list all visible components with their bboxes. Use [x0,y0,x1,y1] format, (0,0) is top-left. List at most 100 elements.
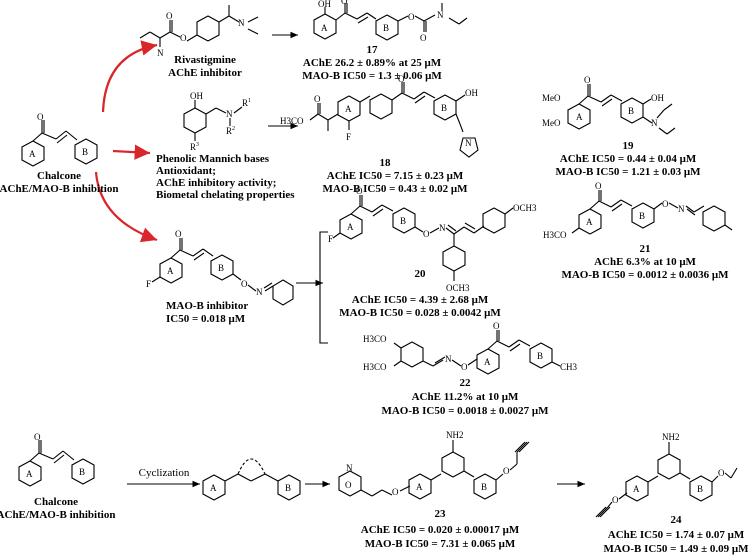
ring-label-a: A [210,483,217,493]
atom-label: 3 [196,142,199,148]
atom-label: OCH3 [513,203,537,213]
cyclized-template-structure [202,458,301,501]
compound-22-id: 22 [459,377,471,389]
red-arrows [94,40,158,243]
compound-20-id: 20 [414,268,426,280]
compound-19-id: 19 [622,140,634,152]
ring-label-a: A [26,469,33,479]
atom-label: O [584,75,591,85]
atom-label: O [461,362,468,372]
compound-21-ache: AChE 6.3% at 10 μM [594,256,696,268]
atom-label: NH2 [662,432,680,442]
atom-label: 2 [232,126,235,132]
atom-label: N [256,287,263,297]
ring-label-a: A [167,266,174,276]
ring-label-a: A [576,112,583,122]
compound-18-structure [309,82,479,158]
compound-21-maob: MAO-B IC50 = 0.0012 ± 0.0036 μM [561,269,729,281]
atom-label: O [392,487,399,497]
chalcone-structure-bottom [18,440,95,487]
rivastigmine-structure [139,5,259,47]
atom-label: O [718,468,725,478]
mannich-base-structure [183,100,243,141]
atom-label: F [146,279,151,289]
cyclization-label: Cyclization [138,467,190,479]
ring-label-b: B [481,482,487,492]
atom-label: N [226,109,233,119]
mannich-line-4: Biometal chelating properties [156,189,295,201]
compound-21-id: 21 [639,243,651,255]
ring-label-b: B [383,23,389,33]
atom-label: O [175,229,182,239]
atom-label: H3CO [280,116,304,126]
ring-label-b: B [628,106,634,116]
rivastigmine-name: Rivastigmine [174,54,236,66]
mannich-line-1: Phenolic Mannich bases [156,153,270,165]
atom-label: O [241,279,248,289]
atom-label: N [465,138,472,148]
compound-19-structure [567,84,676,135]
compound-23-ache: AChE IC50 = 0.020 ± 0.00017 μM [360,524,520,536]
ring-label-b: B [400,216,406,226]
ring-label-a: A [633,484,640,494]
ring-label-b: B [639,211,645,221]
ring-label-b: B [441,103,447,113]
compound-18-maob: MAO-B IC50 = 0.43 ± 0.02 μM [322,183,468,195]
atom-label: N [678,204,685,214]
atom-label: O [37,112,44,122]
compound-17-id: 17 [366,44,378,56]
ring-label-a: A [345,104,352,114]
compound-23-id: 23 [434,508,446,520]
atom-label: CH3 [560,362,578,372]
atom-label: O [341,0,348,6]
ring-label-b: B [79,467,85,477]
atom-label: N [238,18,245,28]
compound-17-ache: AChE 26.2 ± 0.89% at 25 μM [302,57,442,69]
atom-label: O [345,480,352,490]
compound-17-maob: MAO-B IC50 = 1.3 ± 0.06 μM [302,70,442,82]
atom-label: H3CO [363,334,387,344]
compound-20-ache: AChE IC50 = 4.39 ± 2.68 μM [351,294,489,306]
atom-label: MeO [542,118,561,128]
atom-label: R [242,98,248,108]
ring-label-b: B [218,263,224,273]
atom-label: 1 [248,98,251,104]
atom-labels: O A B O O N N OH N R 1 R 2 R 3 O F A B O… [26,0,725,505]
atom-label: O [662,199,669,209]
atom-label: O [612,495,619,505]
atom-label: O [166,11,173,21]
compound-23-maob: MAO-B IC50 = 7.31 ± 0.065 μM [364,538,516,550]
ring-label-a: A [586,217,593,227]
atom-label: OCH3 [446,283,470,293]
compound-18-ache: AChE IC50 = 7.15 ± 0.23 μM [326,170,464,182]
atom-label: O [595,181,602,191]
atom-label: H3CO [363,362,387,372]
compound-19-ache: AChE IC50 = 0.44 ± 0.04 μM [559,153,697,165]
compound-24-ache: AChE IC50 = 1.74 ± 0.07 μM [607,529,745,541]
mannich-line-2: Antioxidant; [156,165,216,177]
atom-label: F [346,132,351,142]
atom-label: N [445,354,452,364]
atom-label: N [651,118,658,128]
chalcone-subtitle-top: AChE/MAO-B inhibition [0,183,119,195]
bracket [319,231,328,344]
atom-label: OH [651,93,664,103]
compound-23-structure [338,440,530,500]
compound-21-structure [571,190,733,235]
maob-inhibitor-ic50: IC50 = 0.018 μM [166,313,246,325]
ring-label-a: A [347,222,354,232]
atom-label: O [180,33,187,43]
rivastigmine-subtitle: AChE inhibitor [168,67,242,79]
atom-label: O [34,432,41,442]
chalcone-name-top: Chalcone [37,170,81,182]
ring-label-a: A [484,357,491,367]
atom-label: O [420,33,427,43]
chalcone-structure-top [21,120,98,167]
ring-label-b: B [697,484,703,494]
chalcone-name-bottom: Chalcone [34,496,78,508]
ring-label-b: B [285,483,291,493]
atom-label: O [314,94,321,104]
ring-label-a: A [321,23,328,33]
compound-22-ache: AChE 11.2% at 10 μM [411,391,519,403]
